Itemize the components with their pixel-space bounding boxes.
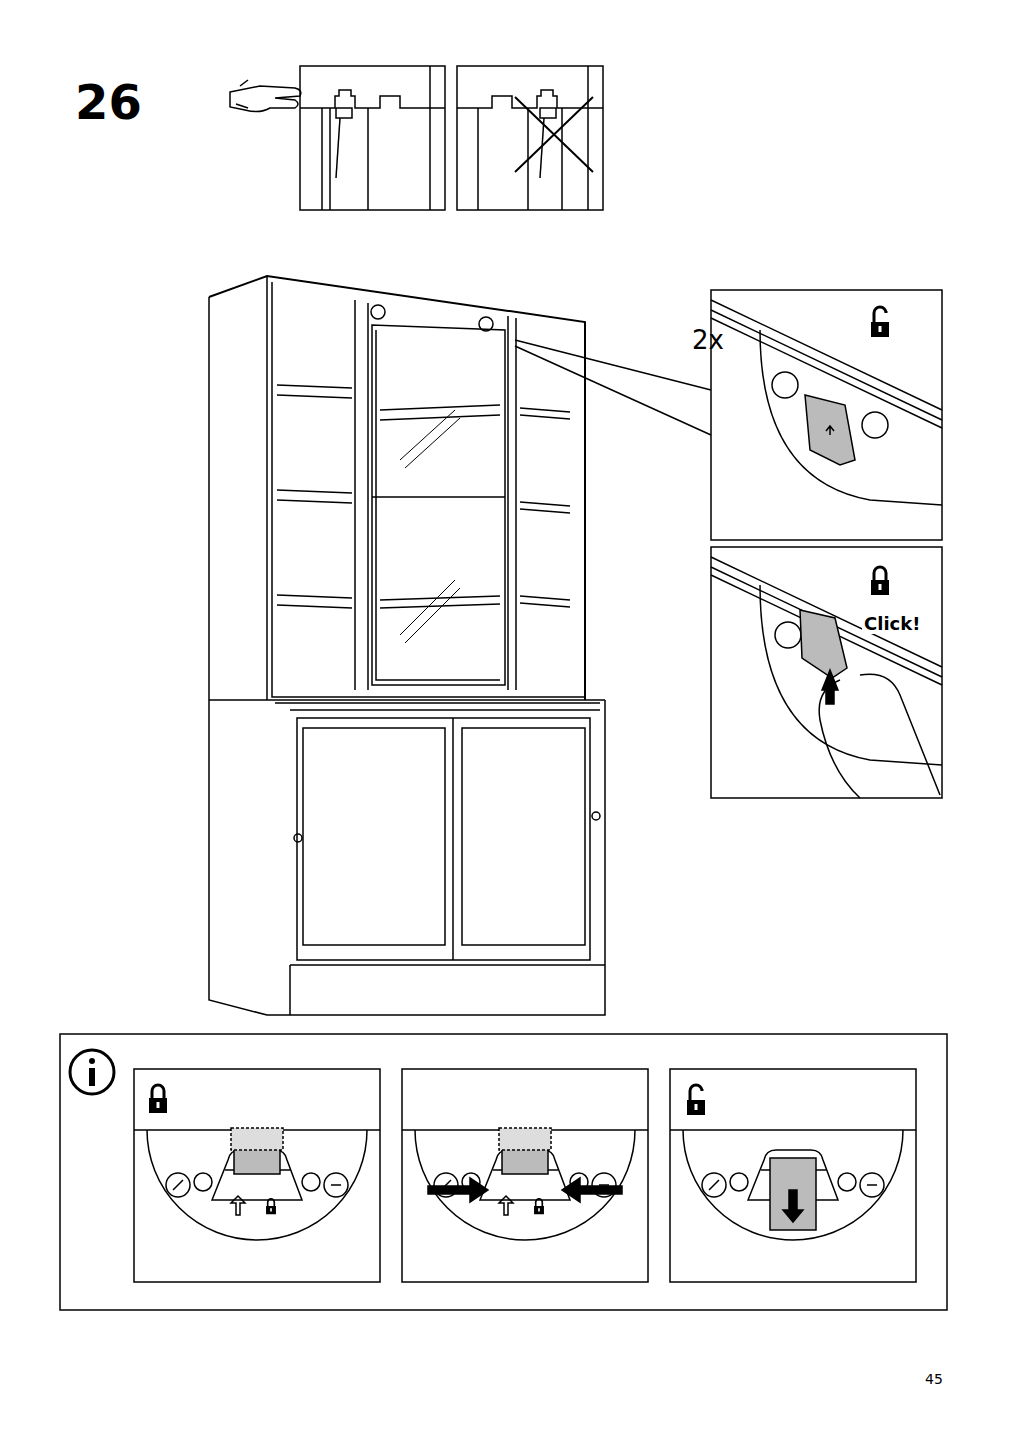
quantity-label: 2x	[692, 327, 724, 353]
sound-label: Click!	[862, 614, 922, 634]
cabinet-drawing	[209, 276, 711, 1015]
callout-panel	[711, 290, 942, 540]
step-number: 26	[75, 78, 142, 126]
page-number: 45	[925, 1372, 943, 1386]
hand-icon	[230, 80, 301, 112]
callout-panel	[711, 547, 942, 798]
info-box	[60, 1034, 947, 1310]
detail-panel	[300, 66, 603, 210]
